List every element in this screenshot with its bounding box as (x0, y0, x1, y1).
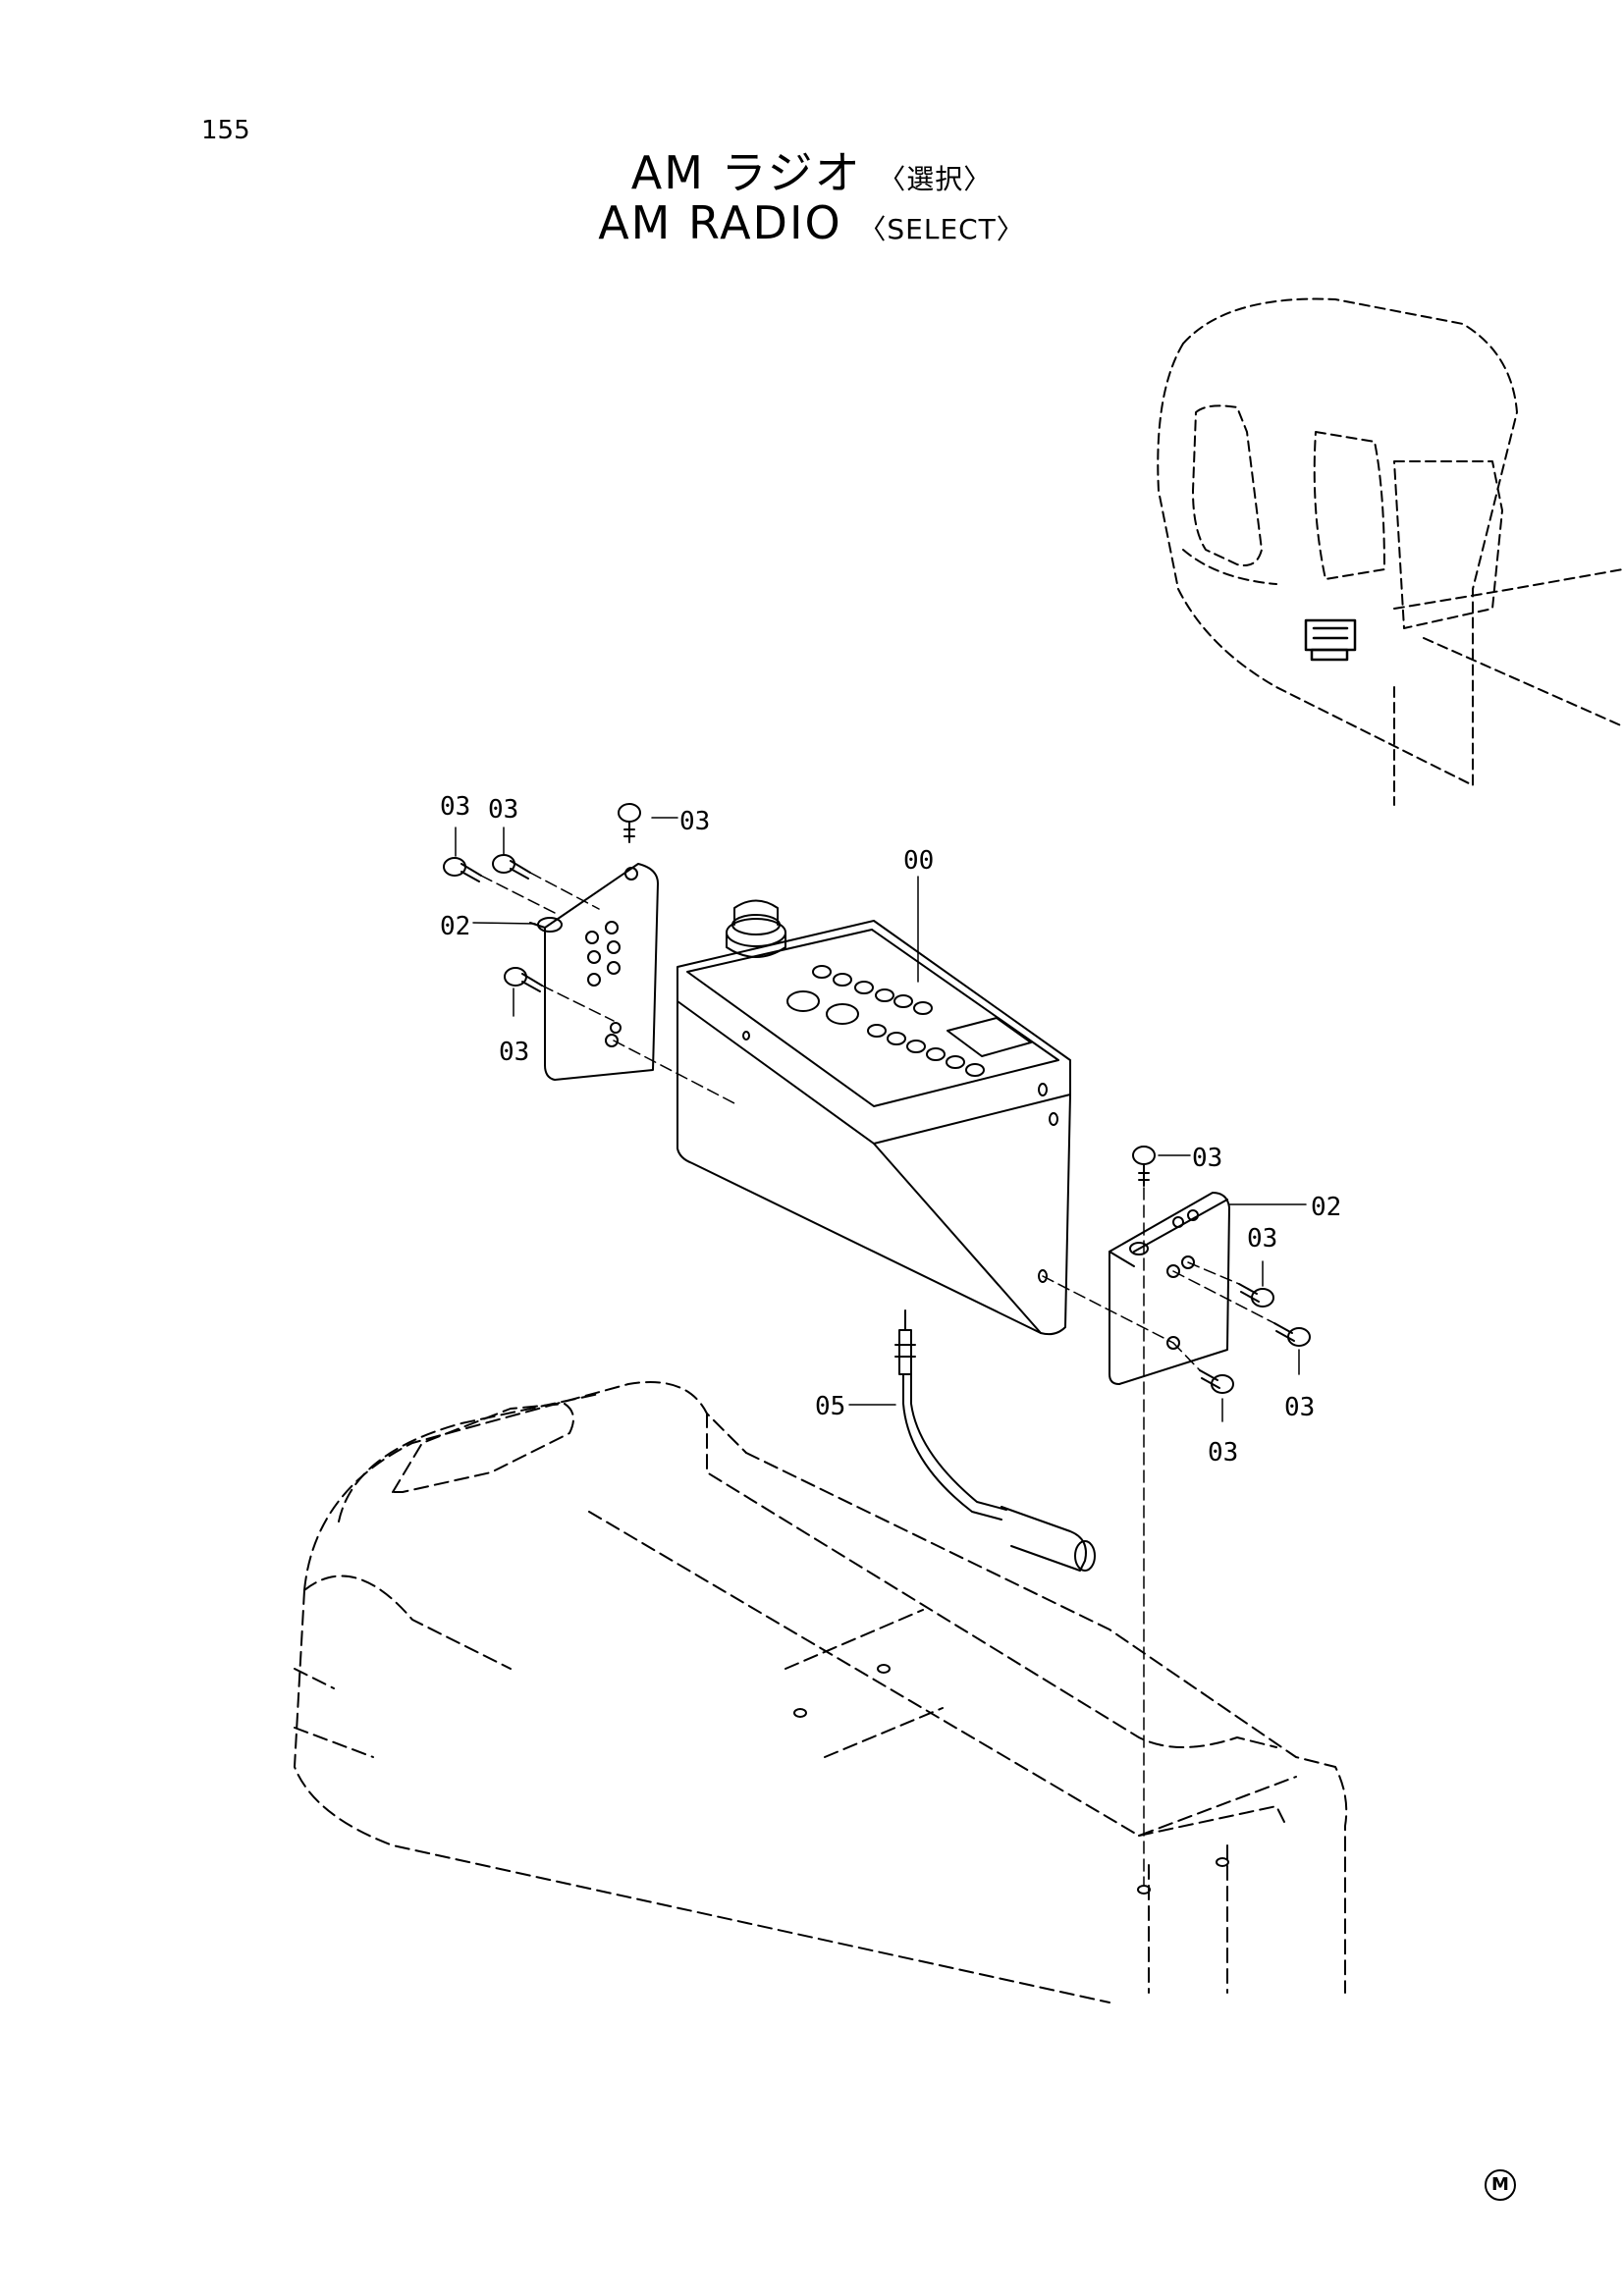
screws (443, 803, 1311, 1394)
title-en-sub: 〈SELECT〉 (858, 213, 1025, 245)
page-title-english: AM RADIO 〈SELECT〉 (0, 196, 1623, 249)
assembly-lines (480, 872, 1275, 1886)
callout-03-f: 03 (1247, 1224, 1277, 1254)
cab-inset (1157, 297, 1623, 806)
title-jp-sub: 〈選択〉 (878, 163, 993, 195)
callout-00: 00 (903, 846, 934, 876)
callout-02-right: 02 (1311, 1193, 1341, 1222)
console (294, 1381, 1348, 2003)
radio-unit (676, 899, 1071, 1336)
right-bracket (1109, 1192, 1230, 1385)
radio-in-cab-icon (1304, 618, 1357, 662)
left-bracket (529, 863, 659, 1081)
page-number: 155 (201, 116, 250, 145)
leader-lines (455, 817, 1307, 1422)
callout-03-h: 03 (1208, 1438, 1238, 1468)
title-jp-main: AM ラジオ (630, 146, 862, 199)
callout-03-g: 03 (1284, 1393, 1315, 1422)
callout-03-c: 03 (679, 807, 710, 836)
callout-03-b: 03 (488, 795, 518, 825)
title-en-main: AM RADIO (598, 196, 842, 249)
callout-03-a: 03 (440, 792, 470, 822)
manufacturer-mark: M (1485, 2169, 1516, 2201)
antenna-cable (894, 1309, 1096, 1572)
page-title-japanese: AM ラジオ 〈選択〉 (0, 137, 1623, 202)
console-holes (793, 1664, 1229, 1895)
callout-02-left: 02 (440, 912, 470, 941)
callout-03-e: 03 (1192, 1144, 1222, 1173)
callout-03-d: 03 (499, 1038, 529, 1067)
callout-05: 05 (815, 1392, 845, 1421)
